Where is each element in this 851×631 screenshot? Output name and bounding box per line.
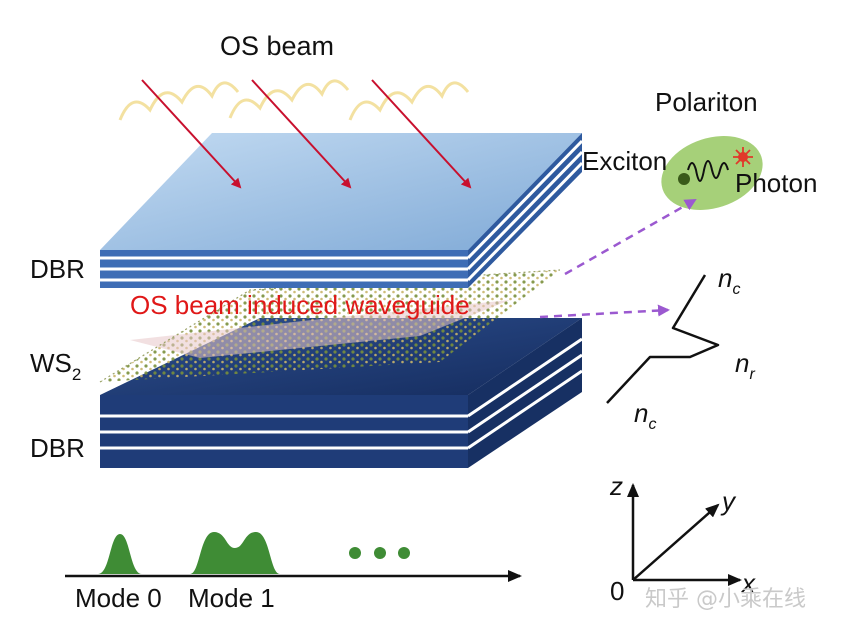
top-dbr-stack <box>100 133 584 288</box>
ws2-label: WS2 <box>30 348 81 384</box>
exciton-label: Exciton <box>582 146 667 176</box>
y-axis-label: y <box>720 486 737 516</box>
coordinate-axes: z y x 0 <box>609 471 756 606</box>
index-profile-curve <box>606 274 720 404</box>
ws2-monolayer <box>99 269 561 383</box>
ellipsis-dot-3 <box>398 547 410 559</box>
dbr-top-label: DBR <box>30 254 85 284</box>
waveguide-label: OS beam induced waveguide <box>130 290 470 320</box>
beam-arrow-2 <box>251 79 352 189</box>
beam-wave-1 <box>118 81 240 121</box>
beam-arrow-1 <box>141 79 242 189</box>
nc-bottom-label: nc <box>634 398 656 433</box>
coupling-wave <box>687 160 729 182</box>
os-beam-arrows <box>118 79 472 189</box>
top-dbr-stripes <box>100 139 584 282</box>
watermark: 知乎 @小乘在线 <box>645 587 806 612</box>
z-axis-label: z <box>609 471 623 501</box>
photon-label: Photon <box>735 168 817 198</box>
bottom-dbr-stripes <box>100 337 583 450</box>
dbr-bottom-label: DBR <box>30 433 85 463</box>
mode-1-profile <box>190 532 280 574</box>
polariton-label: Polariton <box>655 87 758 117</box>
exciton-dot-icon <box>678 173 690 185</box>
beam-arrow-3 <box>371 79 472 189</box>
beam-wave-2 <box>228 79 350 119</box>
mode-profiles: Mode 0 Mode 1 <box>65 532 522 613</box>
ellipsis-dot-2 <box>374 547 386 559</box>
x-axis-label: x <box>740 568 756 598</box>
origin-label: 0 <box>610 576 624 606</box>
polariton-inset: Polariton Exciton Photon <box>582 87 817 210</box>
photon-burst-icon <box>733 147 753 167</box>
mode-1-label: Mode 1 <box>188 583 275 613</box>
ellipsis-dot-1 <box>349 547 361 559</box>
y-axis-arrow <box>632 503 720 581</box>
nr-label: nr <box>735 348 755 383</box>
beam-wave-3 <box>348 81 470 121</box>
nc-top-label: nc <box>718 263 740 298</box>
mode-0-profile <box>98 534 142 574</box>
os-beam-label: OS beam <box>220 31 334 61</box>
mode-0-label: Mode 0 <box>75 583 162 613</box>
dashed-connector-polariton <box>564 198 697 276</box>
refractive-index-profile: nc nr nc <box>606 263 755 433</box>
dashed-connector-index <box>539 304 670 319</box>
